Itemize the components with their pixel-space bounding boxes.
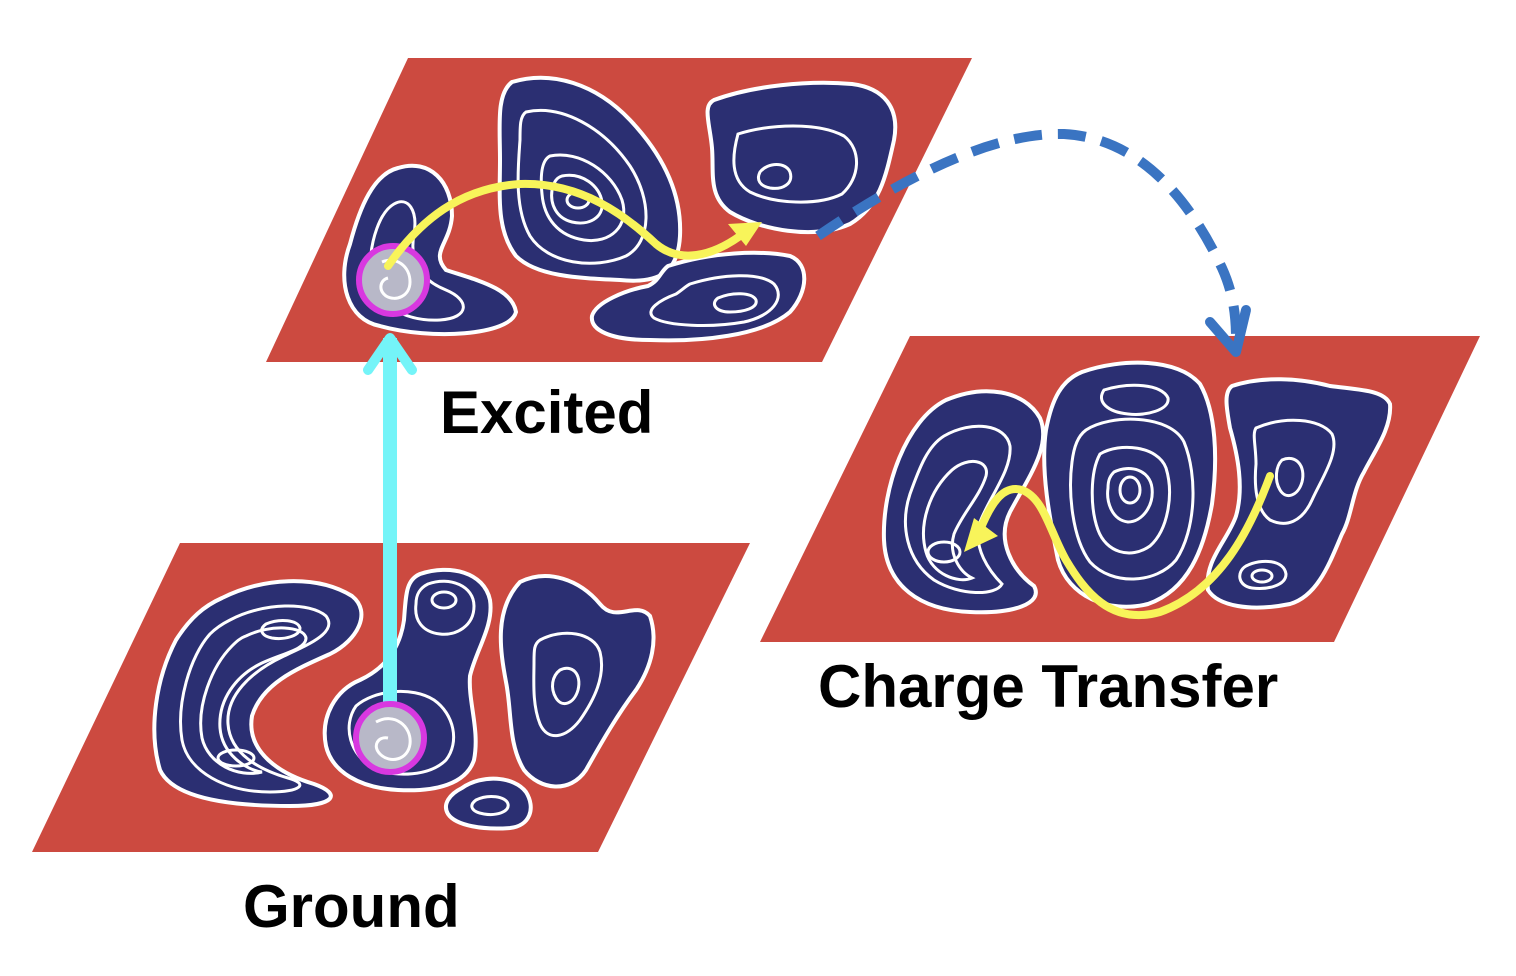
charge-transfer-surface	[760, 336, 1480, 642]
contour-line	[1250, 568, 1274, 584]
contour-line	[532, 631, 604, 737]
contour-line	[732, 124, 858, 204]
ground-molecule	[353, 701, 427, 775]
contour-line	[1069, 417, 1195, 581]
contour-line	[1252, 418, 1336, 525]
contour-line	[1274, 457, 1305, 498]
excited-surface	[266, 58, 972, 362]
molecule-contour	[374, 717, 412, 761]
pathway-line	[384, 179, 744, 270]
pathway-arrowhead	[728, 222, 762, 246]
ground-label: Ground	[243, 873, 460, 940]
well-outline	[1042, 360, 1218, 609]
pathway-arrowhead	[964, 518, 998, 552]
excited-well-upper-right	[705, 80, 898, 234]
contour-line	[216, 748, 256, 768]
ct-well-right	[1205, 377, 1393, 610]
contour-line	[1106, 467, 1154, 524]
excited-molecule	[356, 243, 430, 317]
pathway-line	[976, 472, 1274, 620]
ground-well-right	[498, 574, 656, 789]
contour-line	[551, 666, 581, 706]
contour-line	[199, 626, 308, 775]
contour-line	[516, 109, 648, 265]
molecule-ring	[353, 701, 427, 775]
contour-line	[1090, 445, 1171, 555]
ct-pathway-arrow	[964, 472, 1274, 620]
contour-line	[260, 619, 302, 640]
well-outline	[498, 574, 656, 789]
contour-line	[430, 590, 458, 610]
contour-line	[904, 424, 1012, 595]
contour-line	[1238, 559, 1288, 590]
contour-line	[756, 163, 793, 190]
well-outline	[881, 389, 1046, 615]
contour-line	[1118, 475, 1142, 505]
excited-pathway-arrow	[384, 179, 762, 270]
excited-label: Excited	[440, 379, 654, 446]
well-outline	[443, 776, 533, 831]
transfer-arrow-path	[815, 128, 1241, 339]
contour-line	[713, 292, 758, 314]
excited-well-lower-right	[589, 250, 807, 343]
ground-well-left	[152, 579, 364, 809]
transfer-arrow	[815, 128, 1251, 357]
contour-line	[926, 540, 962, 564]
excitation-arrowhead	[363, 333, 417, 375]
contour-line	[179, 604, 331, 794]
transfer-arrowhead	[1205, 305, 1251, 357]
contour-line	[649, 274, 780, 327]
molecule-contour	[379, 258, 412, 300]
excitation-arrow	[363, 333, 417, 738]
molecule-ring	[356, 243, 430, 317]
ct-well-left	[881, 389, 1046, 615]
charge-transfer-label: Charge Transfer	[818, 653, 1279, 720]
ground-well-small	[443, 776, 533, 831]
contour-line	[1100, 383, 1170, 416]
contour-line	[414, 579, 476, 636]
ct-well-center	[1042, 360, 1218, 609]
contour-line	[470, 795, 510, 816]
contour-line	[922, 460, 988, 582]
